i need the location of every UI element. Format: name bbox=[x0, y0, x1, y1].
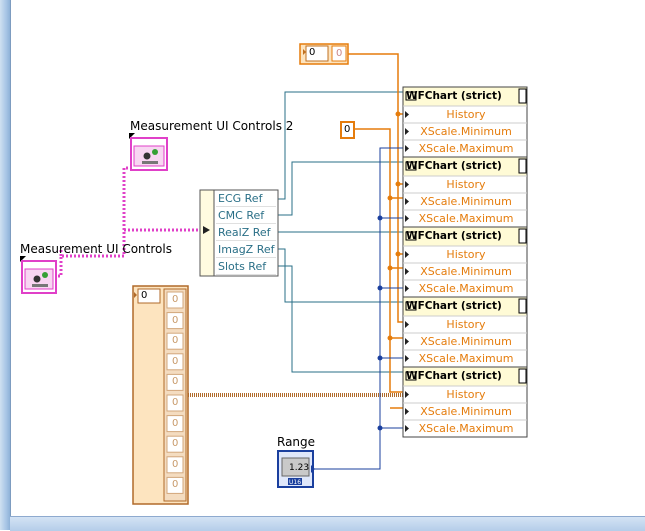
property-node-2-xmin[interactable]: XScale.Minimum bbox=[420, 195, 512, 208]
property-node-1-frame[interactable] bbox=[402, 86, 528, 158]
property-node-5-xmin[interactable]: XScale.Minimum bbox=[420, 405, 512, 418]
big-array-cell[interactable] bbox=[166, 415, 184, 433]
property-node-2-history[interactable]: History bbox=[446, 178, 486, 191]
wire-junctions-orange bbox=[387, 111, 401, 341]
big-array-cell[interactable] bbox=[166, 456, 184, 474]
blue-range-wires[interactable] bbox=[313, 147, 403, 470]
big-array-cell[interactable] bbox=[166, 435, 184, 453]
property-node-3-history[interactable]: History bbox=[446, 248, 486, 261]
unbundle-item-realz[interactable]: RealZ Ref bbox=[216, 225, 276, 241]
cluster-label-1: Measurement UI Controls bbox=[20, 242, 172, 256]
range-label: Range bbox=[277, 435, 316, 449]
range-type-badge: U16 bbox=[289, 479, 302, 486]
big-array-cell-value: 0 bbox=[172, 314, 179, 326]
property-node-3-xmax[interactable]: XScale.Maximum bbox=[418, 282, 514, 295]
big-array-cell[interactable] bbox=[166, 332, 184, 350]
xmin-constant-box[interactable] bbox=[340, 121, 355, 139]
cluster-terminal-2[interactable] bbox=[129, 133, 168, 171]
range-display: 1.23 bbox=[289, 463, 310, 473]
big-array-cell-value: 0 bbox=[172, 397, 179, 408]
big-array-cell-value: 0 bbox=[172, 294, 179, 305]
property-node-4-title[interactable]: WFChart (strict) bbox=[406, 300, 502, 312]
property-node-1-title[interactable]: WFChart (strict) bbox=[406, 90, 502, 102]
big-array-cell-value: 0 bbox=[172, 438, 179, 450]
big-array-index[interactable]: 0 bbox=[141, 290, 148, 301]
big-array-cell-value: 0 bbox=[172, 458, 179, 470]
top-array-value[interactable]: 0 bbox=[336, 48, 343, 59]
property-node-1-xmax[interactable]: XScale.Maximum bbox=[418, 142, 514, 155]
window-frame-bottom bbox=[10, 516, 645, 531]
property-node-3-xmin[interactable]: XScale.Minimum bbox=[420, 265, 512, 278]
orange-wires[interactable] bbox=[347, 53, 403, 409]
big-array-cell-value: 0 bbox=[172, 376, 179, 388]
property-node-5-title[interactable]: WFChart (strict) bbox=[406, 370, 502, 382]
unbundle-item-slots[interactable]: Slots Ref bbox=[216, 259, 276, 275]
property-node-4-xmax[interactable]: XScale.Maximum bbox=[418, 352, 514, 365]
property-node-2-xmax[interactable]: XScale.Maximum bbox=[418, 212, 514, 225]
range-terminal[interactable] bbox=[277, 450, 315, 488]
unbundle-item-imagz[interactable]: ImagZ Ref bbox=[216, 243, 276, 258]
big-array-cell-value: 0 bbox=[172, 417, 179, 429]
property-node-2-frame[interactable] bbox=[402, 156, 528, 228]
top-array-index[interactable]: 0 bbox=[309, 47, 316, 58]
property-node-5-history[interactable]: History bbox=[446, 388, 486, 401]
property-node-4-frame[interactable] bbox=[402, 296, 528, 368]
big-array-cell[interactable] bbox=[166, 373, 184, 391]
big-array-cell[interactable] bbox=[166, 312, 184, 330]
big-array-cell[interactable] bbox=[166, 291, 184, 309]
xmin-constant[interactable]: 0 bbox=[344, 124, 351, 135]
wire-junctions bbox=[377, 215, 383, 431]
unbundle-item-ecg[interactable]: ECG Ref bbox=[216, 191, 276, 207]
big-array-cell-value: 0 bbox=[172, 355, 179, 367]
big-array-cell-value: 0 bbox=[172, 335, 179, 347]
cluster-label-2: Measurement UI Controls 2 bbox=[130, 119, 294, 133]
property-node-4-history[interactable]: History bbox=[446, 318, 486, 331]
window-frame-left bbox=[0, 0, 11, 530]
big-array-cell[interactable] bbox=[166, 353, 184, 371]
property-node-2-title[interactable]: WFChart (strict) bbox=[406, 160, 502, 172]
property-node-5-xmax[interactable]: XScale.Maximum bbox=[418, 422, 514, 435]
property-node-3-title[interactable]: WFChart (strict) bbox=[406, 230, 502, 242]
pink-cluster-wire[interactable] bbox=[54, 166, 200, 278]
unbundle-item-cmc[interactable]: CMC Ref bbox=[216, 208, 276, 224]
property-node-1-xmin[interactable]: XScale.Minimum bbox=[420, 125, 512, 138]
big-array-cell[interactable] bbox=[166, 394, 184, 412]
big-array-constant[interactable] bbox=[132, 285, 189, 505]
big-array-cell-value: 0 bbox=[172, 479, 179, 491]
big-array-cell[interactable] bbox=[166, 476, 184, 494]
cluster-terminal-1[interactable] bbox=[20, 256, 57, 294]
unbundle-by-name-node[interactable] bbox=[199, 189, 279, 277]
property-node-4-xmin[interactable]: XScale.Minimum bbox=[420, 335, 512, 348]
property-node-1-history[interactable]: History bbox=[446, 108, 486, 121]
teal-ref-wires[interactable] bbox=[276, 91, 403, 373]
property-node-5-frame[interactable] bbox=[402, 366, 528, 438]
top-array-constant[interactable] bbox=[299, 43, 349, 65]
